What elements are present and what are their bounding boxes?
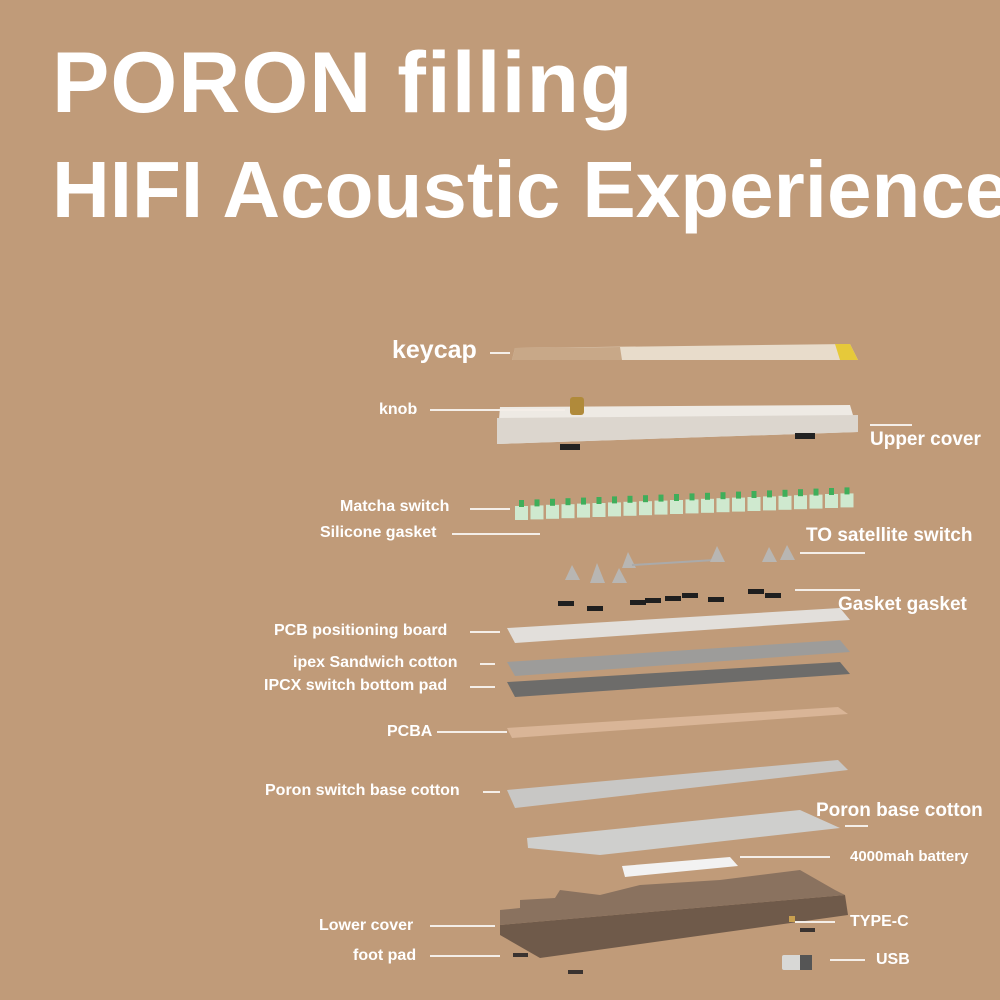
- leader-line: [430, 409, 565, 411]
- label-battery: 4000mah battery: [850, 848, 969, 865]
- leader-line: [470, 686, 495, 688]
- switch-stem: [782, 489, 788, 497]
- switch-stem: [844, 487, 850, 495]
- switch-body: [623, 501, 637, 516]
- switch-body: [608, 502, 621, 517]
- switch-stem: [550, 498, 555, 506]
- switch-stem: [565, 498, 571, 506]
- switch-body: [778, 495, 792, 510]
- leader-line: [430, 955, 500, 957]
- switch-body: [639, 501, 652, 516]
- switch-stem: [674, 494, 679, 501]
- switch-body: [840, 493, 854, 508]
- switch-body: [825, 494, 838, 508]
- leader-line: [870, 424, 912, 426]
- switch-body: [685, 499, 699, 514]
- leader-line: [845, 825, 868, 827]
- type-c-port: [789, 916, 795, 922]
- switch-body: [701, 498, 714, 513]
- poron-base-cotton-shape: [527, 810, 840, 855]
- pcba-shape: [507, 707, 848, 738]
- usb-dongle-shape: [782, 955, 812, 970]
- switch-body: [561, 504, 575, 519]
- label-upper-cover: Upper cover: [870, 429, 981, 450]
- leader-line: [437, 731, 507, 733]
- label-usb: USB: [876, 951, 910, 968]
- label-foot-pad: foot pad: [353, 947, 417, 964]
- leader-line: [480, 663, 495, 665]
- switch-body: [530, 505, 544, 520]
- switch-body: [654, 500, 668, 515]
- switch-stem: [596, 497, 602, 504]
- lower-cover-shape: [500, 870, 848, 958]
- headline-line1: PORON filling: [52, 35, 634, 131]
- leader-line: [470, 631, 500, 633]
- switch-body: [732, 497, 745, 512]
- switch-body: [794, 495, 807, 510]
- switch-stem: [736, 491, 741, 499]
- label-matcha-switch: Matcha switch: [340, 498, 450, 515]
- leader-line: [795, 921, 835, 923]
- leader-line: [483, 791, 500, 793]
- leader-line: [452, 533, 540, 535]
- leader-line: [430, 925, 495, 927]
- switch-body: [747, 497, 761, 511]
- switch-body: [546, 504, 559, 519]
- switch-stem: [767, 490, 772, 498]
- keycap-layer: [512, 344, 858, 360]
- leader-line: [490, 352, 510, 354]
- switch-stem: [751, 491, 757, 498]
- switch-body: [515, 506, 528, 520]
- switch-stem: [689, 493, 695, 501]
- switch-body: [592, 503, 606, 517]
- switch-body: [670, 500, 683, 514]
- label-silicone-gasket: Silicone gasket: [320, 524, 437, 541]
- leader-line: [800, 552, 865, 554]
- switch-body: [716, 498, 730, 513]
- label-to-satellite-switch: TO satellite switch: [806, 525, 973, 546]
- label-pcb-positioning-board: PCB positioning board: [274, 622, 448, 639]
- switch-stem: [627, 495, 633, 503]
- label-lower-cover: Lower cover: [319, 917, 414, 934]
- switch-body: [577, 503, 590, 518]
- switch-stem: [720, 492, 726, 500]
- label-poron-base-cotton: Poron base cotton: [816, 800, 983, 821]
- headline-line2: HIFI Acoustic Experience: [52, 145, 1000, 234]
- label-poron-switch-base-cotton: Poron switch base cotton: [265, 782, 460, 799]
- gasket-layer: [558, 589, 781, 611]
- upper-cover-layer: [497, 397, 858, 450]
- switch-stem: [581, 497, 586, 505]
- leader-line: [740, 856, 830, 858]
- label-gasket-gasket: Gasket gasket: [838, 594, 967, 615]
- switch-stem: [519, 500, 524, 507]
- leader-line: [470, 508, 510, 510]
- switch-stem: [829, 488, 834, 495]
- leader-line: [830, 959, 865, 961]
- switch-stem: [705, 492, 710, 500]
- label-type-c: TYPE-C: [850, 913, 909, 930]
- switch-stem: [534, 499, 540, 507]
- satellite-switch-layer: [565, 545, 795, 583]
- foot-pad-shapes: [513, 928, 815, 974]
- knob-shape: [570, 397, 584, 415]
- switch-stem: [658, 494, 664, 502]
- ipcx-bottom-pad-shape: [507, 662, 850, 697]
- label-knob: knob: [379, 401, 418, 418]
- switch-body: [809, 494, 823, 509]
- label-ipcx-switch-bottom-pad: IPCX switch bottom pad: [264, 677, 448, 694]
- switch-stem: [643, 495, 648, 503]
- switch-body: [763, 496, 776, 511]
- ipex-sandwich-cotton-shape: [507, 640, 850, 676]
- label-pcba: PCBA: [387, 723, 433, 740]
- switch-layer: [515, 487, 854, 520]
- battery-shape: [622, 857, 738, 877]
- leader-line: [795, 589, 860, 591]
- label-ipex-sandwich-cotton: ipex Sandwich cotton: [293, 654, 458, 671]
- pcb-positioning-board-shape: [507, 608, 850, 643]
- poron-switch-base-cotton-shape: [507, 760, 848, 808]
- switch-stem: [813, 488, 819, 496]
- label-keycap: keycap: [392, 336, 477, 364]
- switch-stem: [798, 489, 803, 497]
- switch-stem: [612, 496, 617, 504]
